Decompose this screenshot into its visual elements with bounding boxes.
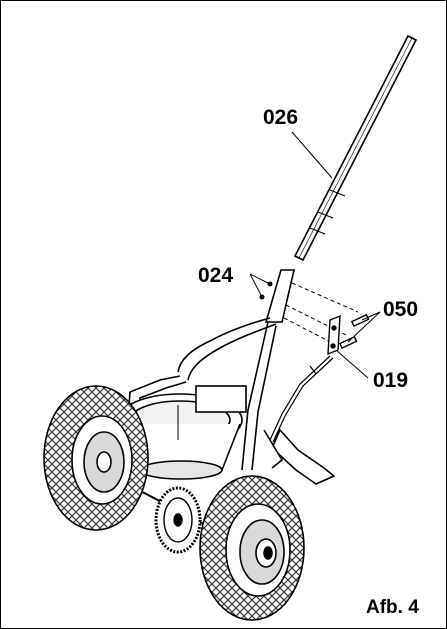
- bracket-019: [327, 314, 341, 356]
- label-050: 050: [383, 298, 419, 321]
- hopper: [117, 385, 247, 480]
- label-019: 019: [373, 369, 409, 392]
- alignment-lines: [283, 282, 359, 347]
- wheel-left: [43, 385, 149, 531]
- wheel-right: [199, 475, 305, 621]
- label-026: 026: [263, 106, 299, 129]
- foot-stand: [263, 428, 336, 485]
- handle-tube-lower: [264, 269, 296, 323]
- leader-lines: [249, 131, 381, 379]
- spinner-gear: [154, 486, 202, 554]
- handle-tube-upper: [293, 34, 418, 262]
- label-024: 024: [198, 264, 234, 287]
- control-rod: [269, 355, 334, 443]
- figure-caption: Afb. 4: [366, 597, 419, 618]
- bolts-050: [338, 313, 370, 350]
